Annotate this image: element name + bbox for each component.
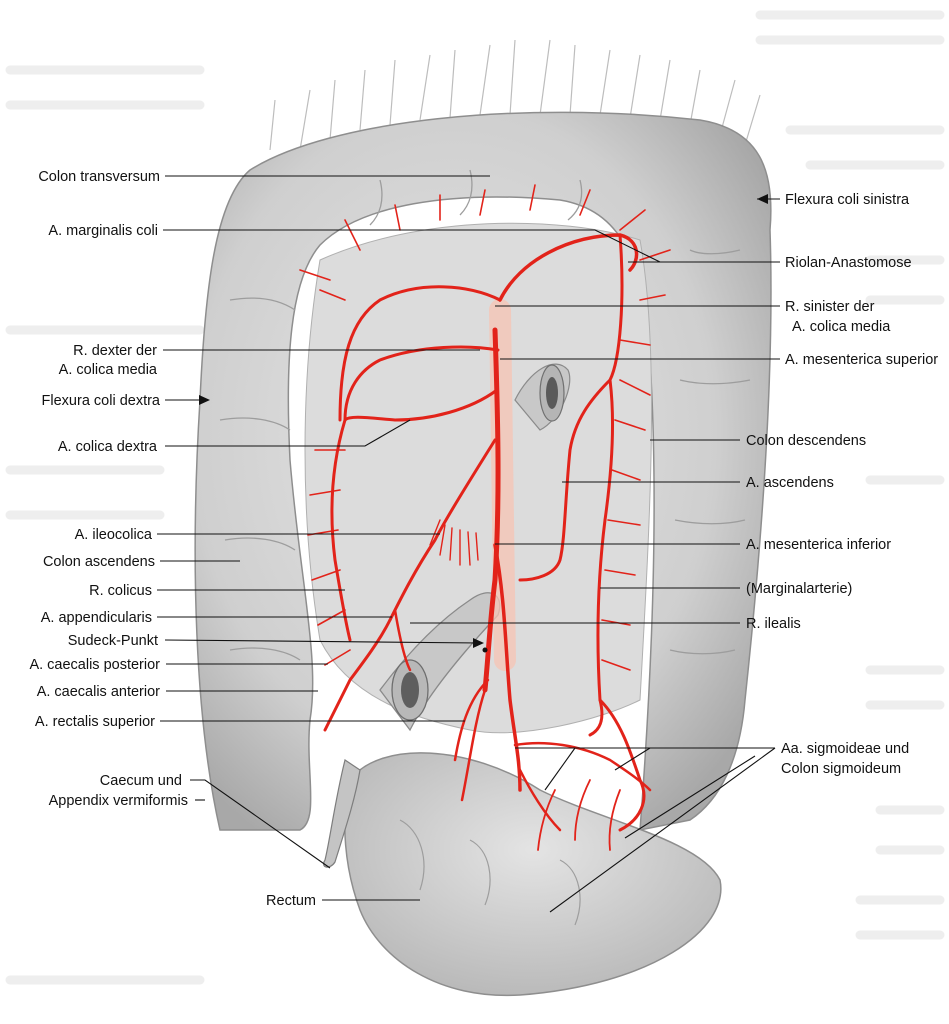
right-labels: Flexura coli sinistra Riolan-Anastomose … [746,192,938,777]
label-a-ileocolica: A. ileocolica [75,527,153,543]
label-r-dexter-line2: A. colica media [59,362,158,378]
colon-frame [194,111,772,831]
label-flexura-coli-dextra: Flexura coli dextra [42,393,161,409]
artery-network [299,184,671,851]
label-r-ilealis: R. ilealis [746,616,801,632]
label-riolan-anastomose: Riolan-Anastomose [785,255,912,271]
label-aa-sigmoideae-line2: Colon sigmoideum [781,761,901,777]
label-marginalarterie: (Marginalarterie) [746,581,852,597]
label-r-sinister-line2: A. colica media [792,319,891,335]
label-colon-ascendens: Colon ascendens [43,554,155,570]
label-colon-descendens: Colon descendens [746,433,866,449]
left-labels: Colon transversum A. marginalis coli R. … [29,169,316,909]
omentum-fringe [269,39,761,151]
label-a-appendicularis: A. appendicularis [41,610,152,626]
label-sudeck-punkt: Sudeck-Punkt [68,633,158,649]
label-a-caecalis-posterior: A. caecalis posterior [29,657,160,673]
label-a-marginalis-coli: A. marginalis coli [48,223,158,239]
label-r-colicus: R. colicus [89,583,152,599]
sudeck-punkt-marker [482,647,488,653]
mesentery-field [304,222,653,734]
label-a-caecalis-anterior: A. caecalis anterior [37,684,160,700]
label-aa-sigmoideae-line1: Aa. sigmoideae und [781,741,909,757]
arrow-flexura-dextra [199,395,210,405]
label-caecum-line1: Caecum und [100,773,182,789]
label-a-mesenterica-inferior: A. mesenterica inferior [746,537,891,553]
label-r-sinister-line1: R. sinister der [785,299,875,315]
ileum [379,592,501,732]
label-flexura-coli-sinistra: Flexura coli sinistra [785,192,910,208]
sigmoid-rectum-mass [344,752,722,997]
appendix [323,759,361,868]
arrow-sudeck [473,638,484,648]
label-rectum: Rectum [266,893,316,909]
label-a-colica-dextra: A. colica dextra [58,439,158,455]
label-a-mesenterica-superior: A. mesenterica superior [785,352,938,368]
leader-lines [157,175,780,913]
label-caecum-line2: Appendix vermiformis [49,793,188,809]
label-a-ascendens: A. ascendens [746,475,834,491]
arrow-flexura-sinistra [757,194,768,204]
label-colon-transversum: Colon transversum [38,169,160,185]
label-r-dexter-line1: R. dexter der [73,343,157,359]
jejunum-cut [514,363,571,431]
label-a-rectalis-superior: A. rectalis superior [35,714,155,730]
background-page-text [5,10,945,985]
